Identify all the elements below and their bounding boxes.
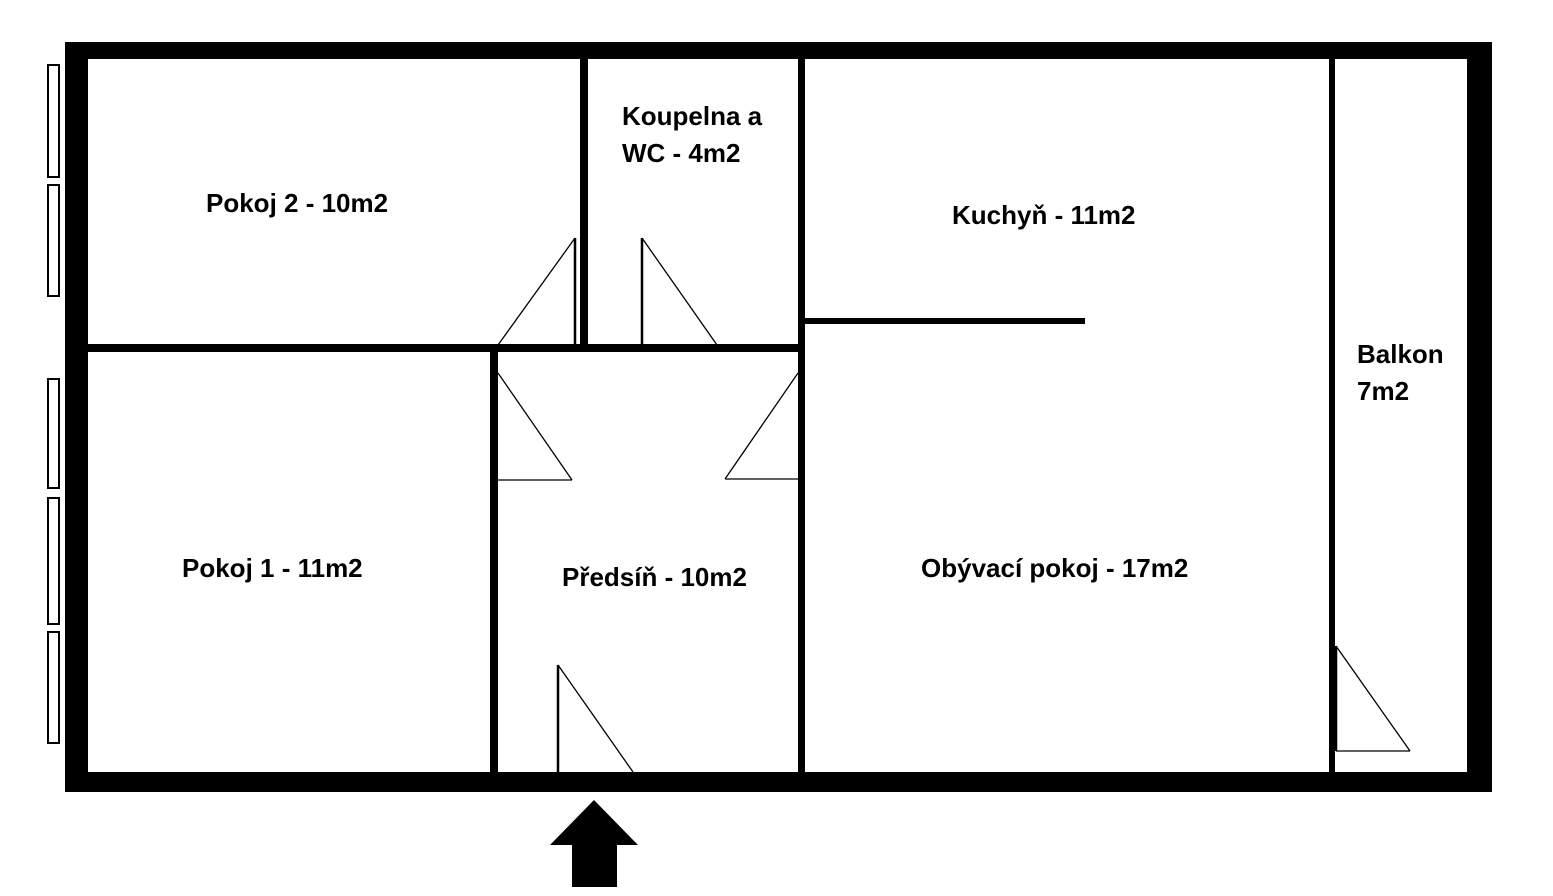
window-symbol-4 — [47, 497, 60, 625]
door-swing-pokoj2 — [497, 237, 577, 346]
wall-kuchyn-obyvaci-stub — [805, 318, 1085, 324]
room-label-balkon-line2: 7m2 — [1357, 376, 1410, 406]
room-label-koupelna: Koupelna a WC - 4m2 — [622, 98, 762, 172]
room-label-balkon: Balkon 7m2 — [1357, 336, 1444, 410]
window-symbol-3 — [47, 378, 60, 489]
room-label-koupelna-line2: WC - 4m2 — [622, 138, 741, 168]
entrance-arrow — [550, 800, 638, 887]
room-label-predsin: Předsíň - 10m2 — [562, 562, 747, 592]
window-symbol-2 — [47, 184, 60, 297]
room-label-balkon-line1: Balkon — [1357, 339, 1444, 369]
door-swing-pokoj1 — [497, 372, 573, 481]
room-label-pokoj2: Pokoj 2 - 10m2 — [206, 188, 389, 218]
wall-outer-bottom — [65, 772, 1492, 792]
wall-outer-left — [65, 42, 88, 792]
room-label-pokoj1: Pokoj 1 - 11m2 — [182, 553, 363, 583]
wall-pokoj1-predsin — [490, 344, 498, 772]
room-label-koupelna-line1: Koupelna a — [622, 101, 763, 131]
door-swing-balkon — [1334, 645, 1411, 752]
wall-outer-right — [1467, 42, 1492, 792]
window-symbol-5 — [47, 631, 60, 744]
door-swing-obyvaci — [724, 372, 799, 480]
door-swing-koupelna — [640, 237, 718, 346]
wall-outer-top — [65, 42, 1492, 59]
wall-central-vertical — [798, 59, 805, 772]
room-label-obyvaci: Obývací pokoj - 17m2 — [921, 553, 1189, 583]
room-label-kuchyn: Kuchyň - 11m2 — [952, 200, 1136, 230]
wall-pokoj2-koupelna — [580, 59, 588, 352]
wall-kuchyn-balkon — [1329, 59, 1335, 772]
wall-pokoj2-bottom — [88, 344, 805, 352]
door-swing-entrance — [556, 664, 634, 773]
window-symbol-1 — [47, 64, 60, 178]
